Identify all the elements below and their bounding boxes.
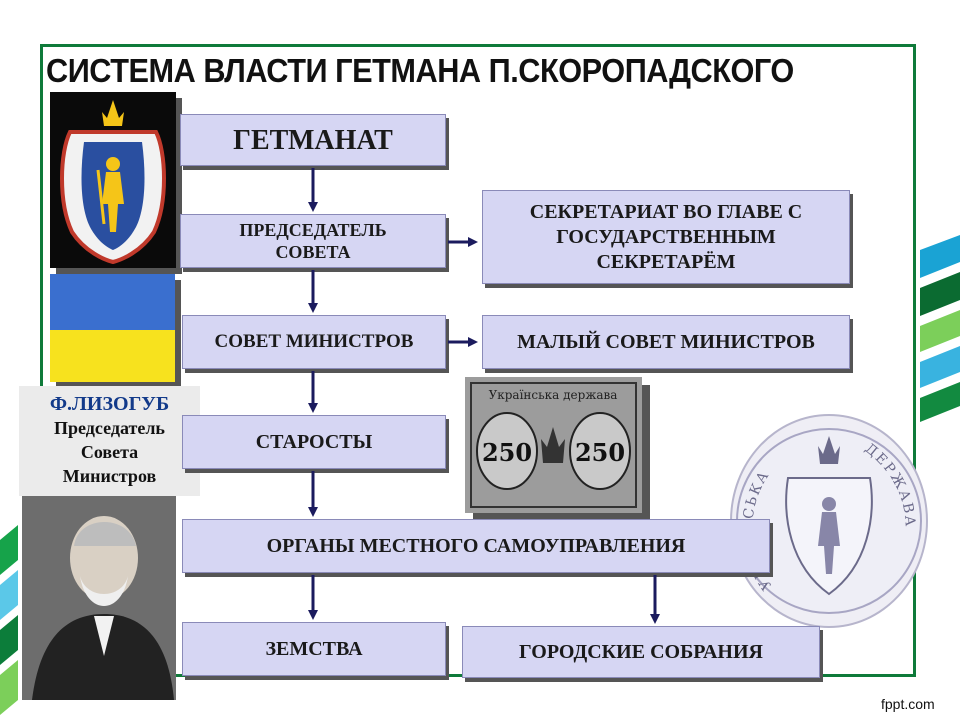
caption-role-line3: Министров [62,466,157,486]
node-city-assemblies: ГОРОДСКИЕ СОБРАНИЯ [462,626,820,678]
banknote-image: Українська держава 250 250 [465,377,642,513]
node-hetmanat: ГЕТМАНАТ [180,114,446,166]
caption-role-line1: Председатель [54,418,165,438]
banknote-icon: Українська держава 250 250 [465,377,642,513]
node-council: СОВЕТ МИНИСТРОВ [182,315,446,369]
node-small-council: МАЛЫЙ СОВЕТ МИНИСТРОВ [482,315,850,369]
node-secretariat: СЕКРЕТАРИАТ ВО ГЛАВЕ С ГОСУДАРСТВЕННЫМ С… [482,190,850,284]
banknote-denomination-left: 250 [482,438,532,467]
slide-title: СИСТЕМА ВЛАСТИ ГЕТМАНА П.СКОРОПАДСКОГО [46,52,794,89]
portrait-caption: Ф.ЛИЗОГУБ Председатель Совета Министров [19,386,200,496]
node-starosty: СТАРОСТЫ [182,415,446,469]
banknote-header: Українська держава [489,388,618,402]
seal-trident-icon [818,436,840,464]
portrait-figure-icon [22,496,176,700]
fppt-logo: fppt.com [881,696,935,712]
caption-role-line2: Совета [80,442,139,462]
trident-icon [541,427,565,463]
node-chairman: ПРЕДСЕДАТЕЛЬ СОВЕТА [180,214,446,268]
ukraine-flag-image [50,274,175,382]
caption-name: Ф.ЛИЗОГУБ [49,393,170,415]
coat-of-arms-image [50,92,176,268]
cossack-coat-of-arms-icon [60,100,166,265]
banknote-denomination-right: 250 [575,438,625,467]
node-local-government: ОРГАНЫ МЕСТНОГО САМОУПРАВЛЕНИЯ [182,519,770,573]
node-zemstva: ЗЕМСТВА [182,622,446,676]
flag-yellow-stripe [50,330,175,382]
lyzohub-portrait-image [22,496,176,700]
flag-blue-stripe [50,274,175,331]
